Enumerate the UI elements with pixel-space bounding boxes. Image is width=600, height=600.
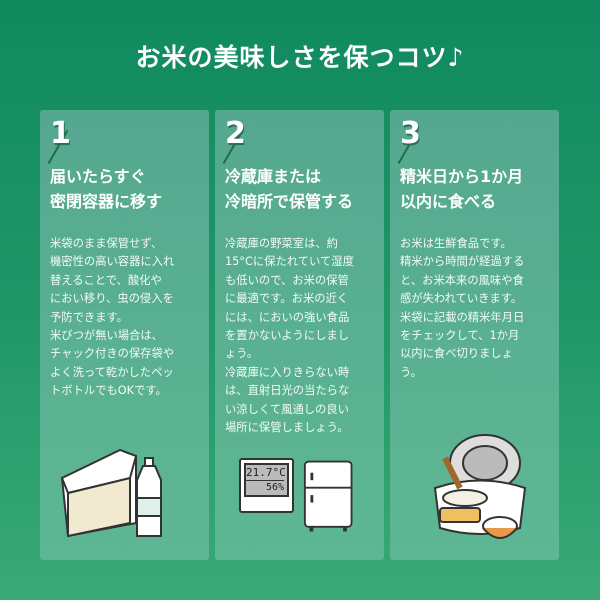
tip-body: 冷蔵庫の野菜室は、約 15°Cに保たれていて湿度 も低いので、お米の保管 に最適… [225, 237, 354, 435]
tip-number: 3 [400, 116, 421, 151]
rice-bowl-icon [482, 516, 518, 539]
tip-card-3: 3 精米日から1か月 以内に食べる お米は生鮮食品です。 精米から時間が経過する… [390, 110, 559, 560]
thermo-hygrometer-icon: 21.7°C 56% [239, 458, 294, 513]
tip-heading: 届いたらすぐ 密閉容器に移す [50, 167, 163, 211]
rice-cooker-illustration [433, 434, 527, 539]
pet-bottle-icon [136, 457, 162, 537]
tip-card-1: 1 届いたらすぐ 密閉容器に移す 米袋のまま保管せず、 機密性の高い容器に入れ … [40, 110, 209, 560]
tip-heading: 精米日から1か月 以内に食べる [400, 167, 524, 211]
tip-body: お米は生鮮食品です。 精米から時間が経過する と、お米本来の風味や食 感が失われ… [400, 237, 525, 379]
fridge-thermometer-illustration: 21.7°C 56% [215, 428, 384, 548]
rice-container-bottle-illustration [60, 448, 162, 538]
humidity-readout: 56% [265, 482, 284, 493]
tip-heading: 冷蔵庫または 冷暗所で保管する [225, 167, 354, 211]
tip-card-2: 2 冷蔵庫または 冷暗所で保管する 冷蔵庫の野菜室は、約 15°Cに保たれていて… [215, 110, 384, 560]
refrigerator-icon [303, 460, 353, 532]
tip-number: 1 [50, 116, 71, 151]
tip-body: 米袋のまま保管せず、 機密性の高い容器に入れ 替えることで、酸化や におい移り、… [50, 237, 175, 398]
page-title: お米の美味しさを保つコツ♪ [135, 43, 465, 72]
tip-number: 2 [225, 116, 246, 151]
temperature-readout: 21.7°C [246, 466, 286, 481]
rice-container-icon [60, 448, 137, 538]
